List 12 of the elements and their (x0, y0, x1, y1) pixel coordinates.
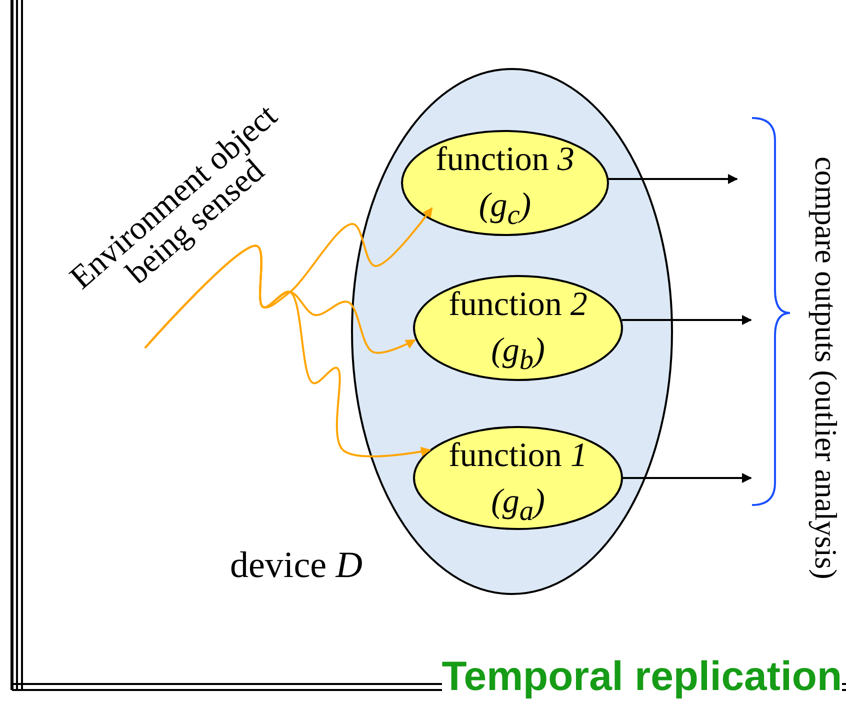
function-label: function 2 (448, 288, 588, 322)
function-label: function 1 (448, 439, 588, 473)
signal-arrow (608, 174, 738, 184)
signal-arrow (622, 315, 752, 325)
function-symbol: (g$_{c}$) (478, 189, 532, 230)
device-label: device D (230, 547, 363, 584)
signal-arrow (144, 245, 431, 458)
vertical-note: compare outputs (outlier analysis) (810, 156, 842, 580)
function-symbol: (g$_{b}$) (490, 334, 546, 376)
signal-arrow (622, 473, 752, 483)
function-label: function 3 (434, 143, 576, 177)
function-symbol: (g$_{a}$) (490, 485, 546, 526)
